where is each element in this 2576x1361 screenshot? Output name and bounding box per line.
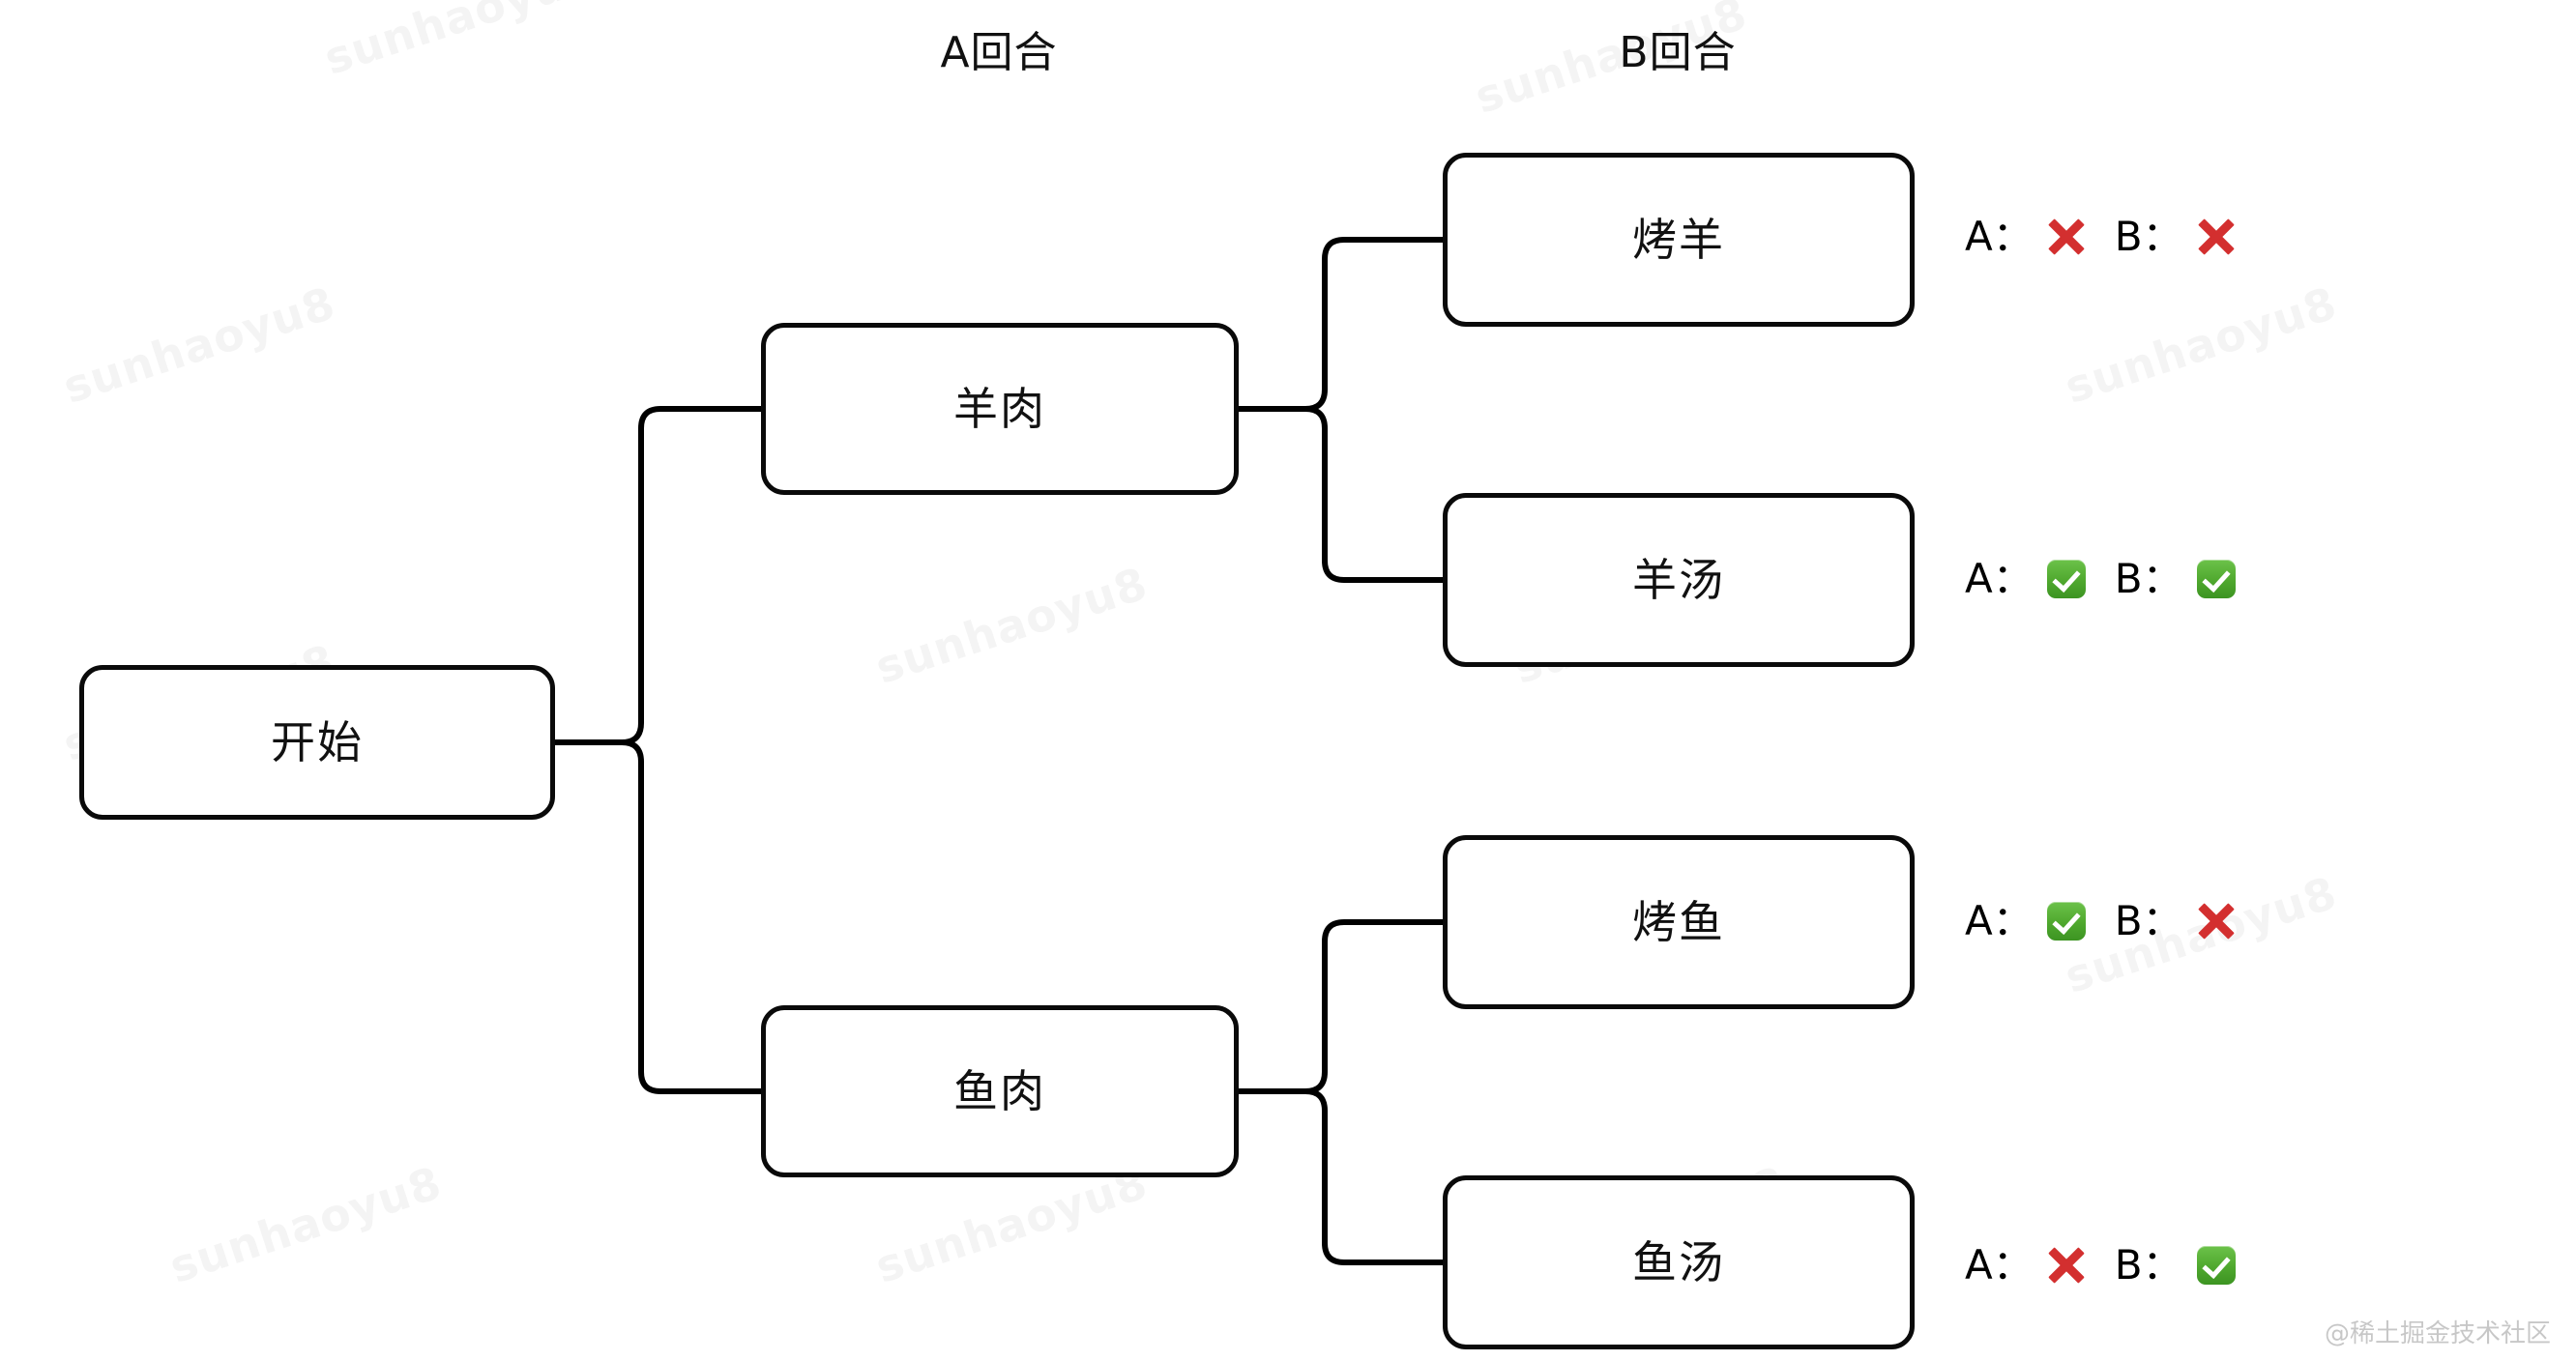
result-row-lamb-soup: A：B：: [1965, 559, 2236, 599]
node-fish-soup-label: 鱼汤: [1632, 1236, 1725, 1289]
edge-mutton: [1239, 237, 1443, 412]
result-b-key: B：: [2114, 213, 2183, 260]
node-start[interactable]: 开始: [79, 665, 555, 820]
cross-icon: [2197, 217, 2236, 256]
result-b-key: B：: [2114, 1241, 2183, 1289]
node-lamb-soup-label: 羊汤: [1632, 554, 1725, 606]
node-lamb-soup[interactable]: 羊汤: [1443, 493, 1915, 667]
result-b-key: B：: [2114, 897, 2183, 944]
edge-fish: [1239, 919, 1443, 1094]
cross-icon: [2047, 1246, 2086, 1285]
edge-mutton: [1239, 406, 1443, 583]
node-mutton-label: 羊肉: [953, 383, 1046, 435]
column-header-round-b: B回合: [1619, 17, 1736, 79]
check-icon: [2196, 560, 2236, 598]
result-row-roast-fish: A：B：: [1965, 901, 2236, 941]
result-a-key: A：: [1965, 213, 2034, 260]
result-row-roast-lamb: A：B：: [1965, 217, 2236, 257]
check-icon: [2046, 902, 2086, 941]
result-row-fish-soup: A：B：: [1965, 1245, 2236, 1286]
result-b-key: B：: [2114, 555, 2183, 602]
node-start-label: 开始: [271, 716, 364, 768]
column-header-round-b-label: B回合: [1619, 28, 1737, 77]
node-fish-soup[interactable]: 鱼汤: [1443, 1175, 1915, 1349]
edge-start: [555, 406, 761, 745]
node-fish[interactable]: 鱼肉: [761, 1005, 1239, 1177]
node-roast-fish-label: 烤鱼: [1632, 896, 1725, 948]
column-header-round-a-label: A回合: [940, 28, 1058, 77]
edge-fish: [1239, 1088, 1443, 1265]
result-a-key: A：: [1965, 897, 2034, 944]
node-fish-label: 鱼肉: [953, 1065, 1046, 1117]
node-roast-lamb-label: 烤羊: [1632, 214, 1725, 266]
column-header-round-a: A回合: [940, 17, 1057, 79]
cross-icon: [2197, 902, 2236, 941]
watermark-credit: @稀土掘金技术社区: [2324, 1319, 2551, 1348]
edge-start: [555, 739, 761, 1094]
check-icon: [2046, 560, 2086, 598]
check-icon: [2196, 1246, 2236, 1285]
result-a-key: A：: [1965, 1241, 2034, 1289]
node-roast-lamb[interactable]: 烤羊: [1443, 153, 1915, 327]
cross-icon: [2047, 217, 2086, 256]
result-a-key: A：: [1965, 555, 2034, 602]
node-roast-fish[interactable]: 烤鱼: [1443, 835, 1915, 1009]
node-mutton[interactable]: 羊肉: [761, 323, 1239, 495]
